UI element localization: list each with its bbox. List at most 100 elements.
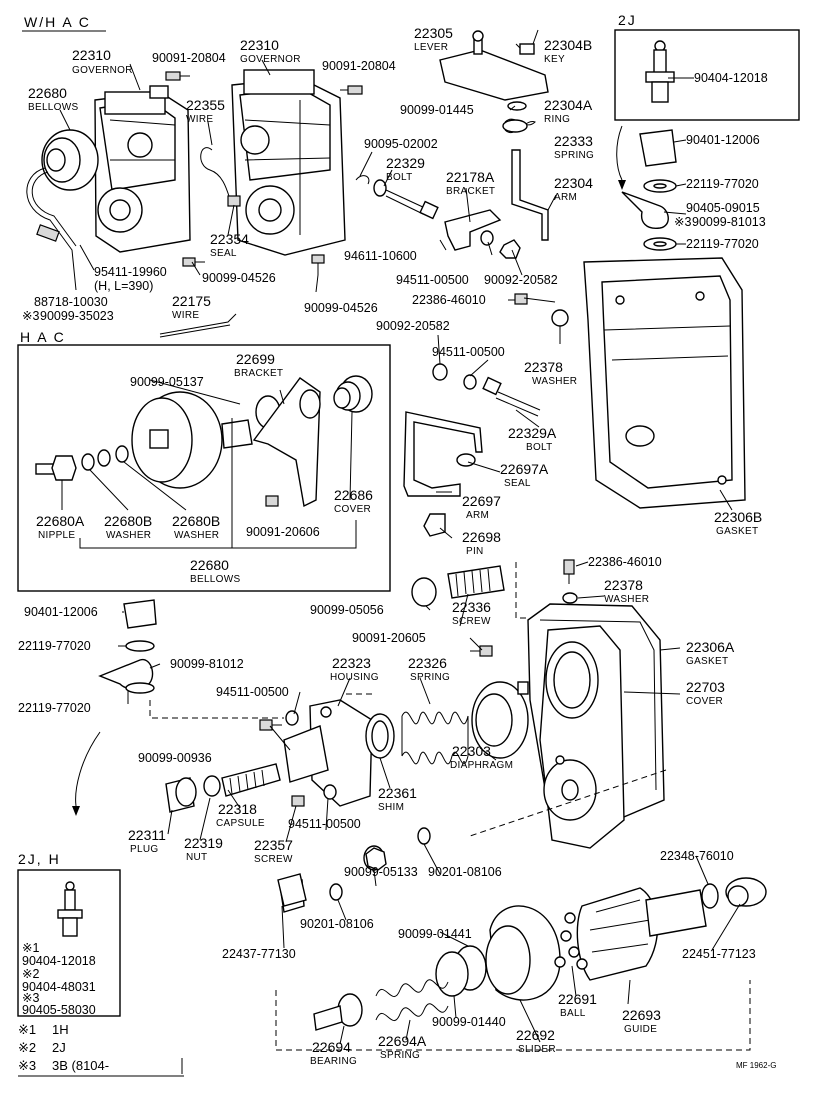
svg-text:WIRE: WIRE xyxy=(172,310,199,321)
label-90091-20804-a: 90091-20804 xyxy=(152,51,226,65)
label-22303: 22303 xyxy=(452,743,491,759)
label-22119-77020-c: 22119-77020 xyxy=(18,639,91,653)
wire-22175-drawing xyxy=(159,313,237,338)
lever-22305-drawing xyxy=(439,30,549,101)
label-22697a: 22697A xyxy=(500,461,549,477)
label-22680-hac: 22680 xyxy=(190,557,229,573)
label-22119-77020-d: 22119-77020 xyxy=(18,701,91,715)
label-22326: 22326 xyxy=(408,655,447,671)
label-94511-00500-c: 94511-00500 xyxy=(216,685,289,699)
label-90099-81012: 90099-81012 xyxy=(170,657,244,671)
label-mark3-b: ※3 xyxy=(674,215,691,229)
nut-washer-drawings xyxy=(432,230,569,390)
label-90099-81013: 90099-81013 xyxy=(692,215,766,229)
svg-text:※3: ※3 xyxy=(18,1058,36,1073)
screw-22336-drawing xyxy=(411,565,505,607)
svg-text:GOVERNOR: GOVERNOR xyxy=(72,65,133,76)
svg-text:SHIM: SHIM xyxy=(378,802,404,813)
svg-text:NUT: NUT xyxy=(186,852,207,863)
label-90099-01445: 90099-01445 xyxy=(400,103,474,117)
svg-text:NIPPLE: NIPPLE xyxy=(38,530,75,541)
label-90091-20804-b: 90091-20804 xyxy=(322,59,396,73)
nipple-2jh-drawing xyxy=(57,881,83,937)
label-22178a: 22178A xyxy=(446,169,495,185)
svg-text:PIN: PIN xyxy=(466,546,484,557)
label-22304a: 22304A xyxy=(544,97,593,113)
svg-text:WASHER: WASHER xyxy=(174,530,219,541)
svg-text:ARM: ARM xyxy=(466,510,489,521)
capsule-plug-drawing xyxy=(165,763,281,813)
label-22437-77130: 22437-77130 xyxy=(222,947,296,961)
svg-text:COVER: COVER xyxy=(686,696,723,707)
label-90095-02002: 90095-02002 xyxy=(364,137,438,151)
svg-text:※1: ※1 xyxy=(22,941,39,955)
svg-text:BALL: BALL xyxy=(560,1008,586,1019)
svg-text:SPRING: SPRING xyxy=(380,1050,420,1061)
label-22680b-a: 22680B xyxy=(104,513,152,529)
svg-text:SCREW: SCREW xyxy=(254,854,293,865)
ring-spring-drawing xyxy=(502,101,536,133)
label-22310-right: 22310 xyxy=(240,37,279,53)
svg-text:ARM: ARM xyxy=(554,192,577,203)
label-90099-04526-b: 90099-04526 xyxy=(304,301,378,315)
svg-text:HOUSING: HOUSING xyxy=(330,672,379,683)
svg-text:GUIDE: GUIDE xyxy=(624,1024,657,1035)
label-90091-20606: 90091-20606 xyxy=(246,525,320,539)
label-22305: 22305 xyxy=(414,25,453,41)
label-90091-20605: 90091-20605 xyxy=(352,631,426,645)
hac-box xyxy=(17,344,391,592)
svg-text:RING: RING xyxy=(544,114,570,125)
label-22304b: 22304B xyxy=(544,37,592,53)
svg-text:WASHER: WASHER xyxy=(106,530,151,541)
label-22386-46010-a: 22386-46010 xyxy=(412,293,486,307)
svg-text:COVER: COVER xyxy=(334,504,371,515)
label-22692: 22692 xyxy=(516,1027,555,1043)
label-90404-12018: 90404-12018 xyxy=(694,71,768,85)
label-mark3-a: ※3 xyxy=(22,309,39,323)
nipple-2j-drawing xyxy=(645,40,675,103)
label-90099-05056: 90099-05056 xyxy=(310,603,384,617)
svg-text:CAPSULE: CAPSULE xyxy=(216,818,265,829)
bracket-22699-drawing xyxy=(252,377,321,508)
label-22694a: 22694A xyxy=(378,1033,427,1049)
svg-text:GASKET: GASKET xyxy=(686,656,728,667)
label-90099-04526-a: 90099-04526 xyxy=(202,271,276,285)
label-22329: 22329 xyxy=(386,155,425,171)
bolt-22329a-drawing xyxy=(482,376,541,417)
label-22310-left: 22310 xyxy=(72,47,111,63)
governor-right-drawing xyxy=(231,69,346,256)
cap-22437-drawing xyxy=(277,873,307,907)
cover-22686-drawing xyxy=(333,375,373,413)
svg-text:BELLOWS: BELLOWS xyxy=(190,574,240,585)
svg-text:WASHER: WASHER xyxy=(604,594,649,605)
label-90401-12006-a: 90401-12006 xyxy=(686,133,760,147)
svg-text:DIAPHRAGM: DIAPHRAGM xyxy=(450,760,513,771)
label-22693: 22693 xyxy=(622,1007,661,1023)
legend-note-2: 2J xyxy=(52,1040,66,1055)
fitting-left-stack-drawing xyxy=(98,599,157,694)
bolt-22329-drawing xyxy=(355,175,439,220)
svg-text:BOLT: BOLT xyxy=(386,172,413,183)
label-90401-12006-b: 90401-12006 xyxy=(24,605,98,619)
legend-box-items: ※1 90404-12018 ※2 90404-48031 ※3 90405-5… xyxy=(22,941,96,1017)
label-22311: 22311 xyxy=(128,827,166,843)
svg-text:BELLOWS: BELLOWS xyxy=(28,102,78,113)
label-22680-bellows: 22680 xyxy=(28,85,67,101)
label-95411-19960: 95411-19960 xyxy=(94,265,167,279)
arm-22304-drawing xyxy=(511,149,549,241)
label-22333: 22333 xyxy=(554,133,593,149)
label-94611-10600: 94611-10600 xyxy=(344,249,417,263)
governor-left-drawing xyxy=(94,85,191,253)
svg-text:※3: ※3 xyxy=(22,991,39,1005)
hac-leader-lines xyxy=(61,418,357,549)
fitting-stack-drawing xyxy=(621,129,677,251)
label-22336: 22336 xyxy=(452,599,491,615)
label-90201-08106-b: 90201-08106 xyxy=(300,917,374,931)
svg-text:※1: ※1 xyxy=(18,1022,36,1037)
label-22451-77123: 22451-77123 xyxy=(682,947,756,961)
label-90092-20582-b: 90092-20582 xyxy=(376,319,450,333)
shim-spring-diaphragm-drawing xyxy=(365,681,529,765)
arrow-right xyxy=(616,125,626,190)
label-22119-77020-b: 22119-77020 xyxy=(686,237,759,251)
